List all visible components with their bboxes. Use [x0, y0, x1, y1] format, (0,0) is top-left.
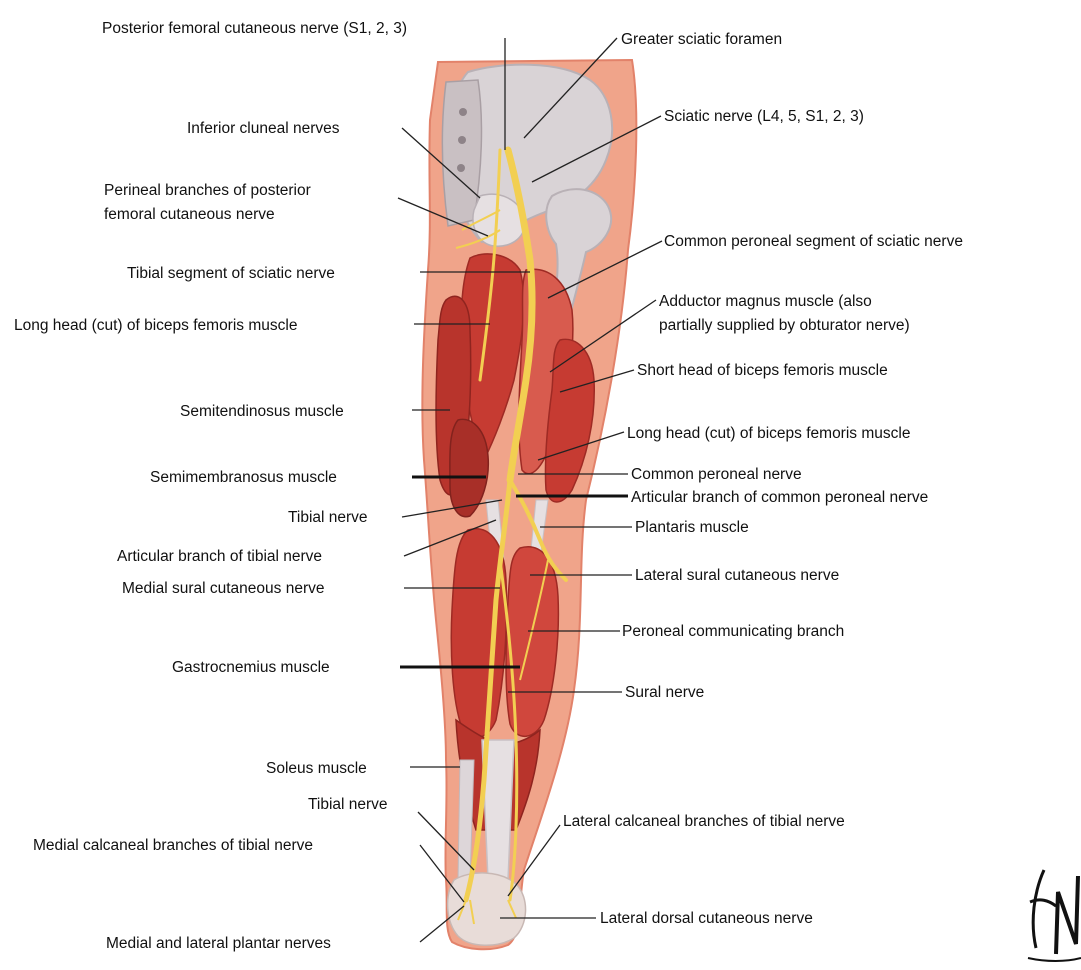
label-perineal-branches-line1: Perineal branches of posterior	[104, 182, 311, 199]
label-semimembranosus: Semimembranosus muscle	[150, 469, 337, 486]
label-peroneal-communicating-branch: Peroneal communicating branch	[622, 623, 844, 640]
labels-left: Posterior femoral cutaneous nerve (S1, 2…	[14, 20, 407, 952]
label-long-head-biceps-left: Long head (cut) of biceps femoris muscle	[14, 317, 297, 334]
label-greater-sciatic-foramen: Greater sciatic foramen	[621, 31, 782, 48]
label-short-head-biceps: Short head of biceps femoris muscle	[637, 362, 888, 379]
label-plantaris: Plantaris muscle	[635, 519, 749, 536]
label-articular-branch-common-peroneal: Articular branch of common peroneal nerv…	[631, 489, 928, 506]
label-perineal-branches-line2: femoral cutaneous nerve	[104, 206, 275, 223]
label-common-peroneal-nerve: Common peroneal nerve	[631, 466, 802, 483]
label-lateral-dorsal-cutaneous: Lateral dorsal cutaneous nerve	[600, 910, 813, 927]
sacral-foramen	[458, 136, 466, 144]
label-adductor-magnus-line2: partially supplied by obturator nerve)	[659, 317, 910, 334]
label-long-head-biceps-right: Long head (cut) of biceps femoris muscle	[627, 425, 910, 442]
label-lateral-sural-cutaneous: Lateral sural cutaneous nerve	[635, 567, 839, 584]
label-medial-sural-cutaneous: Medial sural cutaneous nerve	[122, 580, 324, 597]
sacral-foramen	[459, 108, 467, 116]
label-medial-lateral-plantar-nerves: Medial and lateral plantar nerves	[106, 935, 331, 952]
label-inferior-cluneal-nerves: Inferior cluneal nerves	[187, 120, 340, 137]
label-gastrocnemius: Gastrocnemius muscle	[172, 659, 330, 676]
label-lateral-calcaneal-branches: Lateral calcaneal branches of tibial ner…	[563, 813, 845, 830]
label-posterior-femoral-cutaneous-nerve: Posterior femoral cutaneous nerve (S1, 2…	[102, 20, 407, 37]
label-sciatic-nerve: Sciatic nerve (L4, 5, S1, 2, 3)	[664, 108, 864, 125]
label-tibial-segment-sciatic: Tibial segment of sciatic nerve	[127, 265, 335, 282]
label-semitendinosus: Semitendinosus muscle	[180, 403, 344, 420]
label-tibial-nerve-upper: Tibial nerve	[288, 509, 368, 526]
label-adductor-magnus-line1: Adductor magnus muscle (also	[659, 293, 872, 310]
label-articular-branch-tibial: Articular branch of tibial nerve	[117, 548, 322, 565]
label-common-peroneal-segment: Common peroneal segment of sciatic nerve	[664, 233, 963, 250]
artist-signature	[1028, 870, 1081, 961]
label-sural-nerve: Sural nerve	[625, 684, 704, 701]
sacral-foramen	[457, 164, 465, 172]
label-tibial-nerve-lower: Tibial nerve	[308, 796, 388, 813]
label-medial-calcaneal-branches: Medial calcaneal branches of tibial nerv…	[33, 837, 313, 854]
sacrum	[442, 80, 481, 226]
label-soleus: Soleus muscle	[266, 760, 367, 777]
